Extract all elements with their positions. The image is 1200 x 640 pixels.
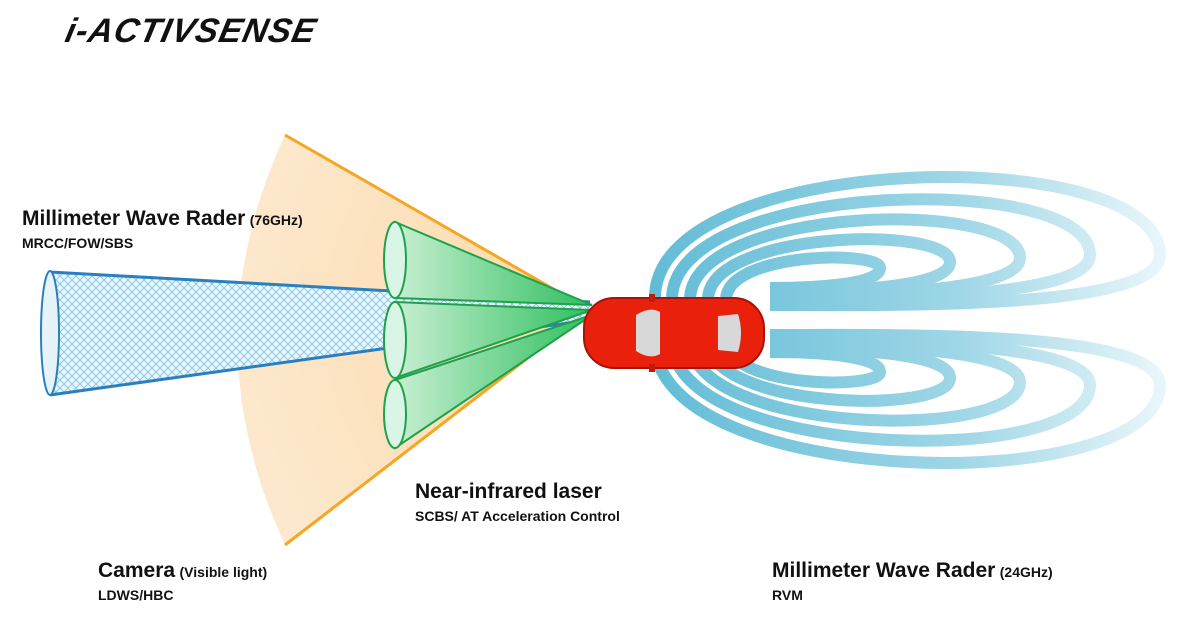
radar-76ghz-systems: MRCC/FOW/SBS	[22, 235, 134, 251]
camera-systems: LDWS/HBC	[98, 587, 174, 603]
radar-24ghz-lobes	[648, 171, 1167, 469]
label-laser: Near-infrared laser SCBS/ AT Acceleratio…	[415, 480, 620, 524]
radar-76ghz-freq: (76GHz)	[249, 212, 303, 228]
camera-title: Camera	[98, 559, 176, 582]
car-icon	[583, 294, 765, 372]
laser-title: Near-infrared laser	[415, 480, 602, 503]
laser-cones	[383, 220, 593, 450]
radar-76ghz-title: Millimeter Wave Rader	[22, 207, 246, 230]
radar-24ghz-systems: RVM	[772, 587, 803, 603]
radar-24ghz-freq: (24GHz)	[999, 564, 1053, 580]
label-radar-24ghz: Millimeter Wave Rader (24GHz) RVM	[772, 559, 1053, 603]
label-camera: Camera (Visible light) LDWS/HBC	[98, 559, 267, 603]
camera-freq: (Visible light)	[179, 564, 268, 580]
label-radar-76ghz: Millimeter Wave Rader (76GHz) MRCC/FOW/S…	[22, 207, 303, 251]
laser-systems: SCBS/ AT Acceleration Control	[415, 508, 620, 524]
i-activsense-logo: i-ACTIVSENSE	[62, 12, 321, 50]
radar-24ghz-title: Millimeter Wave Rader	[772, 559, 996, 582]
